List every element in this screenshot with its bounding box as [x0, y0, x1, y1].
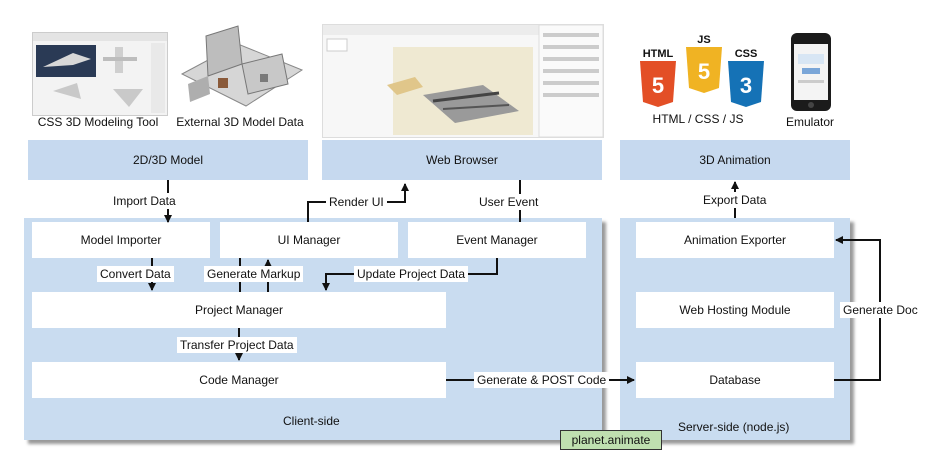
- event-manager-label: Event Manager: [456, 233, 538, 247]
- event-manager-box: Event Manager: [408, 222, 586, 258]
- animation-exporter-label: Animation Exporter: [683, 233, 787, 247]
- model-importer-box: Model Importer: [32, 222, 210, 258]
- render-ui-label: Render UI: [326, 194, 387, 210]
- html-logo-text: HTML: [643, 48, 674, 60]
- external-model-screenshot: [178, 24, 306, 116]
- database-label: Database: [709, 373, 761, 387]
- css-logo-text: CSS: [735, 48, 758, 60]
- code-manager-box: Code Manager: [32, 362, 446, 398]
- project-manager-box: Project Manager: [32, 292, 446, 328]
- planet-animate-label: planet.animate: [571, 433, 651, 447]
- update-project-data-label: Update Project Data: [354, 266, 469, 282]
- js-logo-number: 5: [698, 59, 710, 84]
- client-side-title: Client-side: [283, 414, 340, 428]
- browser-bar: Web Browser: [322, 140, 602, 180]
- transfer-project-data-label: Transfer Project Data: [177, 337, 297, 353]
- animation-bar-label: 3D Animation: [699, 153, 771, 167]
- code-manager-label: Code Manager: [199, 373, 279, 387]
- database-box: Database: [636, 362, 834, 398]
- web-hosting-label: Web Hosting Module: [679, 303, 791, 317]
- phone-emulator-image: [790, 32, 832, 112]
- css-logo-number: 3: [740, 73, 752, 98]
- caption-html-css-js: HTML / CSS / JS: [652, 112, 744, 126]
- browser-bar-label: Web Browser: [426, 153, 498, 167]
- model-importer-label: Model Importer: [80, 233, 162, 247]
- html-logo-number: 5: [652, 73, 664, 98]
- model-bar: 2D/3D Model: [28, 140, 308, 180]
- caption-css-modeling-tool: CSS 3D Modeling Tool: [37, 115, 159, 129]
- css3-logo: CSS 3: [724, 46, 768, 110]
- planet-animate-badge: planet.animate: [560, 430, 662, 450]
- js-logo-text: JS: [697, 34, 710, 46]
- animation-bar: 3D Animation: [620, 140, 850, 180]
- ui-manager-box: UI Manager: [220, 222, 398, 258]
- import-data-label: Import Data: [110, 193, 179, 209]
- caption-external-model: External 3D Model Data: [176, 115, 304, 129]
- convert-data-label: Convert Data: [97, 266, 174, 282]
- server-side-title: Server-side (node.js): [678, 420, 790, 434]
- web-hosting-box: Web Hosting Module: [636, 292, 834, 328]
- html5-logo: HTML 5: [636, 46, 680, 110]
- caption-emulator: Emulator: [785, 115, 835, 129]
- ui-manager-label: UI Manager: [277, 233, 341, 247]
- project-manager-label: Project Manager: [194, 303, 284, 317]
- export-data-label: Export Data: [700, 192, 770, 208]
- model-bar-label: 2D/3D Model: [132, 153, 204, 167]
- animation-exporter-box: Animation Exporter: [636, 222, 834, 258]
- generate-markup-label: Generate Markup: [204, 266, 304, 282]
- modeling-tool-screenshot: [32, 32, 168, 116]
- generate-doc-label: Generate Doc: [840, 302, 921, 318]
- js-logo: JS 5: [682, 32, 726, 96]
- user-event-label: User Event: [476, 194, 542, 210]
- generate-post-code-label: Generate & POST Code: [474, 372, 610, 388]
- web-browser-screenshot: [322, 24, 604, 138]
